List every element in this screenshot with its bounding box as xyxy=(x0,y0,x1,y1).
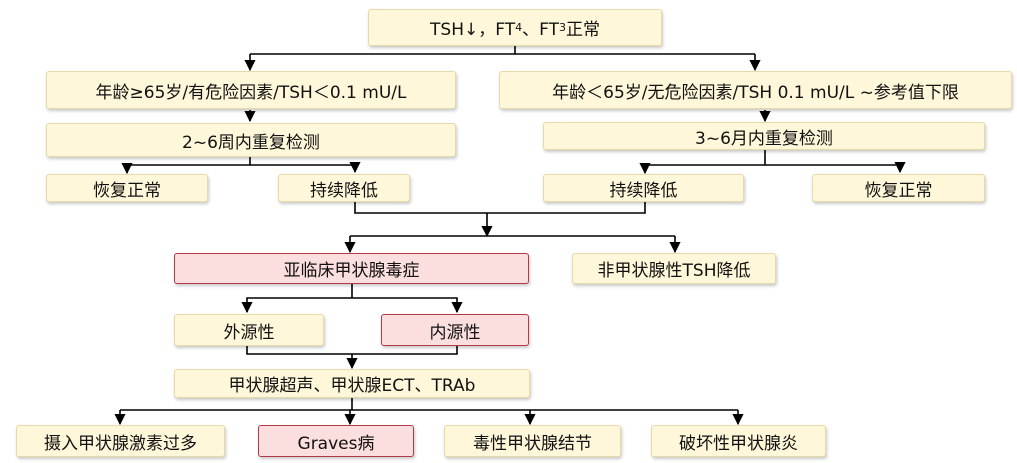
left-recovered-box: 恢复正常 xyxy=(46,174,208,202)
left-recheck-text: 2~6周内重复检测 xyxy=(182,132,320,153)
connector-source-merge xyxy=(246,346,458,368)
subclinical-thyrotoxicosis-text: 亚临床甲状腺毒症 xyxy=(283,261,420,281)
exogenous-box: 外源性 xyxy=(174,314,324,346)
right-recovered-box: 恢复正常 xyxy=(812,174,985,202)
connector-top-split xyxy=(249,46,756,68)
left-persist-text: 持续降低 xyxy=(310,180,378,201)
left-recovered-text: 恢复正常 xyxy=(93,180,161,201)
subclinical-thyrotoxicosis-box: 亚临床甲状腺毒症 xyxy=(174,253,529,284)
connector-sub-split xyxy=(246,284,458,312)
right-condition-text: 年龄＜65岁/无危险因素/TSH 0.1 mU/L ~参考值下限 xyxy=(552,82,959,103)
cause-box-excess-hormone: 摄入甲状腺激素过多 xyxy=(16,425,225,457)
exogenous-text: 外源性 xyxy=(223,322,275,343)
endogenous-box: 内源性 xyxy=(381,314,529,346)
left-condition-box: 年龄≥65岁/有危险因素/TSH＜0.1 mU/L xyxy=(46,71,456,109)
connector-tests-split xyxy=(120,398,738,411)
right-persist-box: 持续降低 xyxy=(543,174,744,202)
right-condition-box: 年龄＜65岁/无危险因素/TSH 0.1 mU/L ~参考值下限 xyxy=(499,71,1012,109)
top-finding-text-b: 、FT xyxy=(522,20,559,40)
connector-merge-split xyxy=(349,235,676,252)
cause-text-graves: Graves病 xyxy=(297,433,375,454)
cause-box-toxic-nodule: 毒性甲状腺结节 xyxy=(444,425,621,457)
cause-text-toxic-nodule: 毒性甲状腺结节 xyxy=(473,433,592,454)
cause-box-destructive-thyroiditis: 破坏性甲状腺炎 xyxy=(651,425,826,457)
cause-box-graves: Graves病 xyxy=(258,425,414,457)
cause-text-destructive-thyroiditis: 破坏性甲状腺炎 xyxy=(679,433,798,454)
connector-left-split xyxy=(126,157,355,172)
right-persist-text: 持续降低 xyxy=(609,180,678,201)
right-recheck-text: 3~6月内重复检测 xyxy=(695,128,833,149)
tests-text: 甲状腺超声、甲状腺ECT、TRAb xyxy=(228,376,476,396)
top-finding-text-a: TSH↓，FT xyxy=(430,20,516,40)
endogenous-text: 内源性 xyxy=(429,322,481,343)
right-recheck-box: 3~6月内重复检测 xyxy=(543,122,985,150)
connector-right-split xyxy=(644,150,900,172)
cause-text-excess-hormone: 摄入甲状腺激素过多 xyxy=(44,433,197,454)
non-thyroid-text: 非甲状腺性TSH降低 xyxy=(597,261,751,281)
right-recovered-text: 恢复正常 xyxy=(864,180,933,201)
top-finding-text-c: 正常 xyxy=(565,20,600,40)
left-recheck-box: 2~6周内重复检测 xyxy=(46,123,456,157)
non-thyroid-box: 非甲状腺性TSH降低 xyxy=(572,253,776,284)
tests-box: 甲状腺超声、甲状腺ECT、TRAb xyxy=(174,369,530,398)
connector-persist-merge xyxy=(354,202,646,236)
left-persist-box: 持续降低 xyxy=(278,174,410,202)
left-condition-text: 年龄≥65岁/有危险因素/TSH＜0.1 mU/L xyxy=(95,82,407,103)
